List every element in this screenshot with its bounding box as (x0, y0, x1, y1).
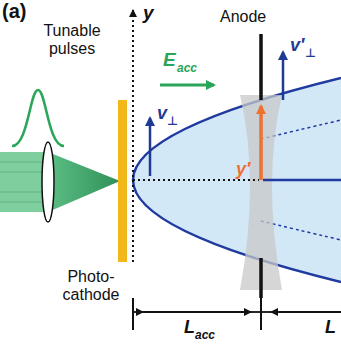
lens (42, 142, 54, 222)
beam-envelope (133, 78, 341, 282)
velocity-symbol: v′ (290, 36, 304, 56)
axis-label: y (143, 3, 154, 24)
part-label: Anode (220, 8, 266, 26)
anode-plate (259, 34, 263, 100)
dimension-label: L (325, 318, 336, 338)
y-axis (132, 10, 134, 262)
subscript: acc (195, 329, 215, 342)
dimension-tick (132, 298, 134, 330)
dimension-label: L (184, 318, 195, 338)
subscript: acc (177, 62, 197, 75)
field-arrow (160, 84, 214, 87)
subscript: ⊥ (167, 115, 178, 128)
offset-arrow (259, 106, 263, 180)
offset-symbol: y′ (236, 160, 250, 180)
part-label: Photo- cathode (55, 268, 127, 303)
laser-beam (0, 152, 48, 212)
dimension-tick (260, 298, 262, 330)
velocity-arrow (149, 118, 152, 176)
beam-axis (133, 179, 259, 181)
velocity-arrow (282, 52, 285, 100)
source-label: Tunable pulses (22, 22, 122, 57)
focused-beam (48, 152, 120, 212)
dimension-line (271, 311, 341, 313)
photocathode (118, 100, 127, 262)
dimension-line (143, 311, 251, 313)
field-symbol: E (163, 50, 176, 71)
pulse-profile (12, 90, 64, 146)
velocity-symbol: v (157, 104, 167, 124)
subscript: ⊥ (305, 47, 316, 60)
panel-label: (a) (2, 0, 26, 22)
